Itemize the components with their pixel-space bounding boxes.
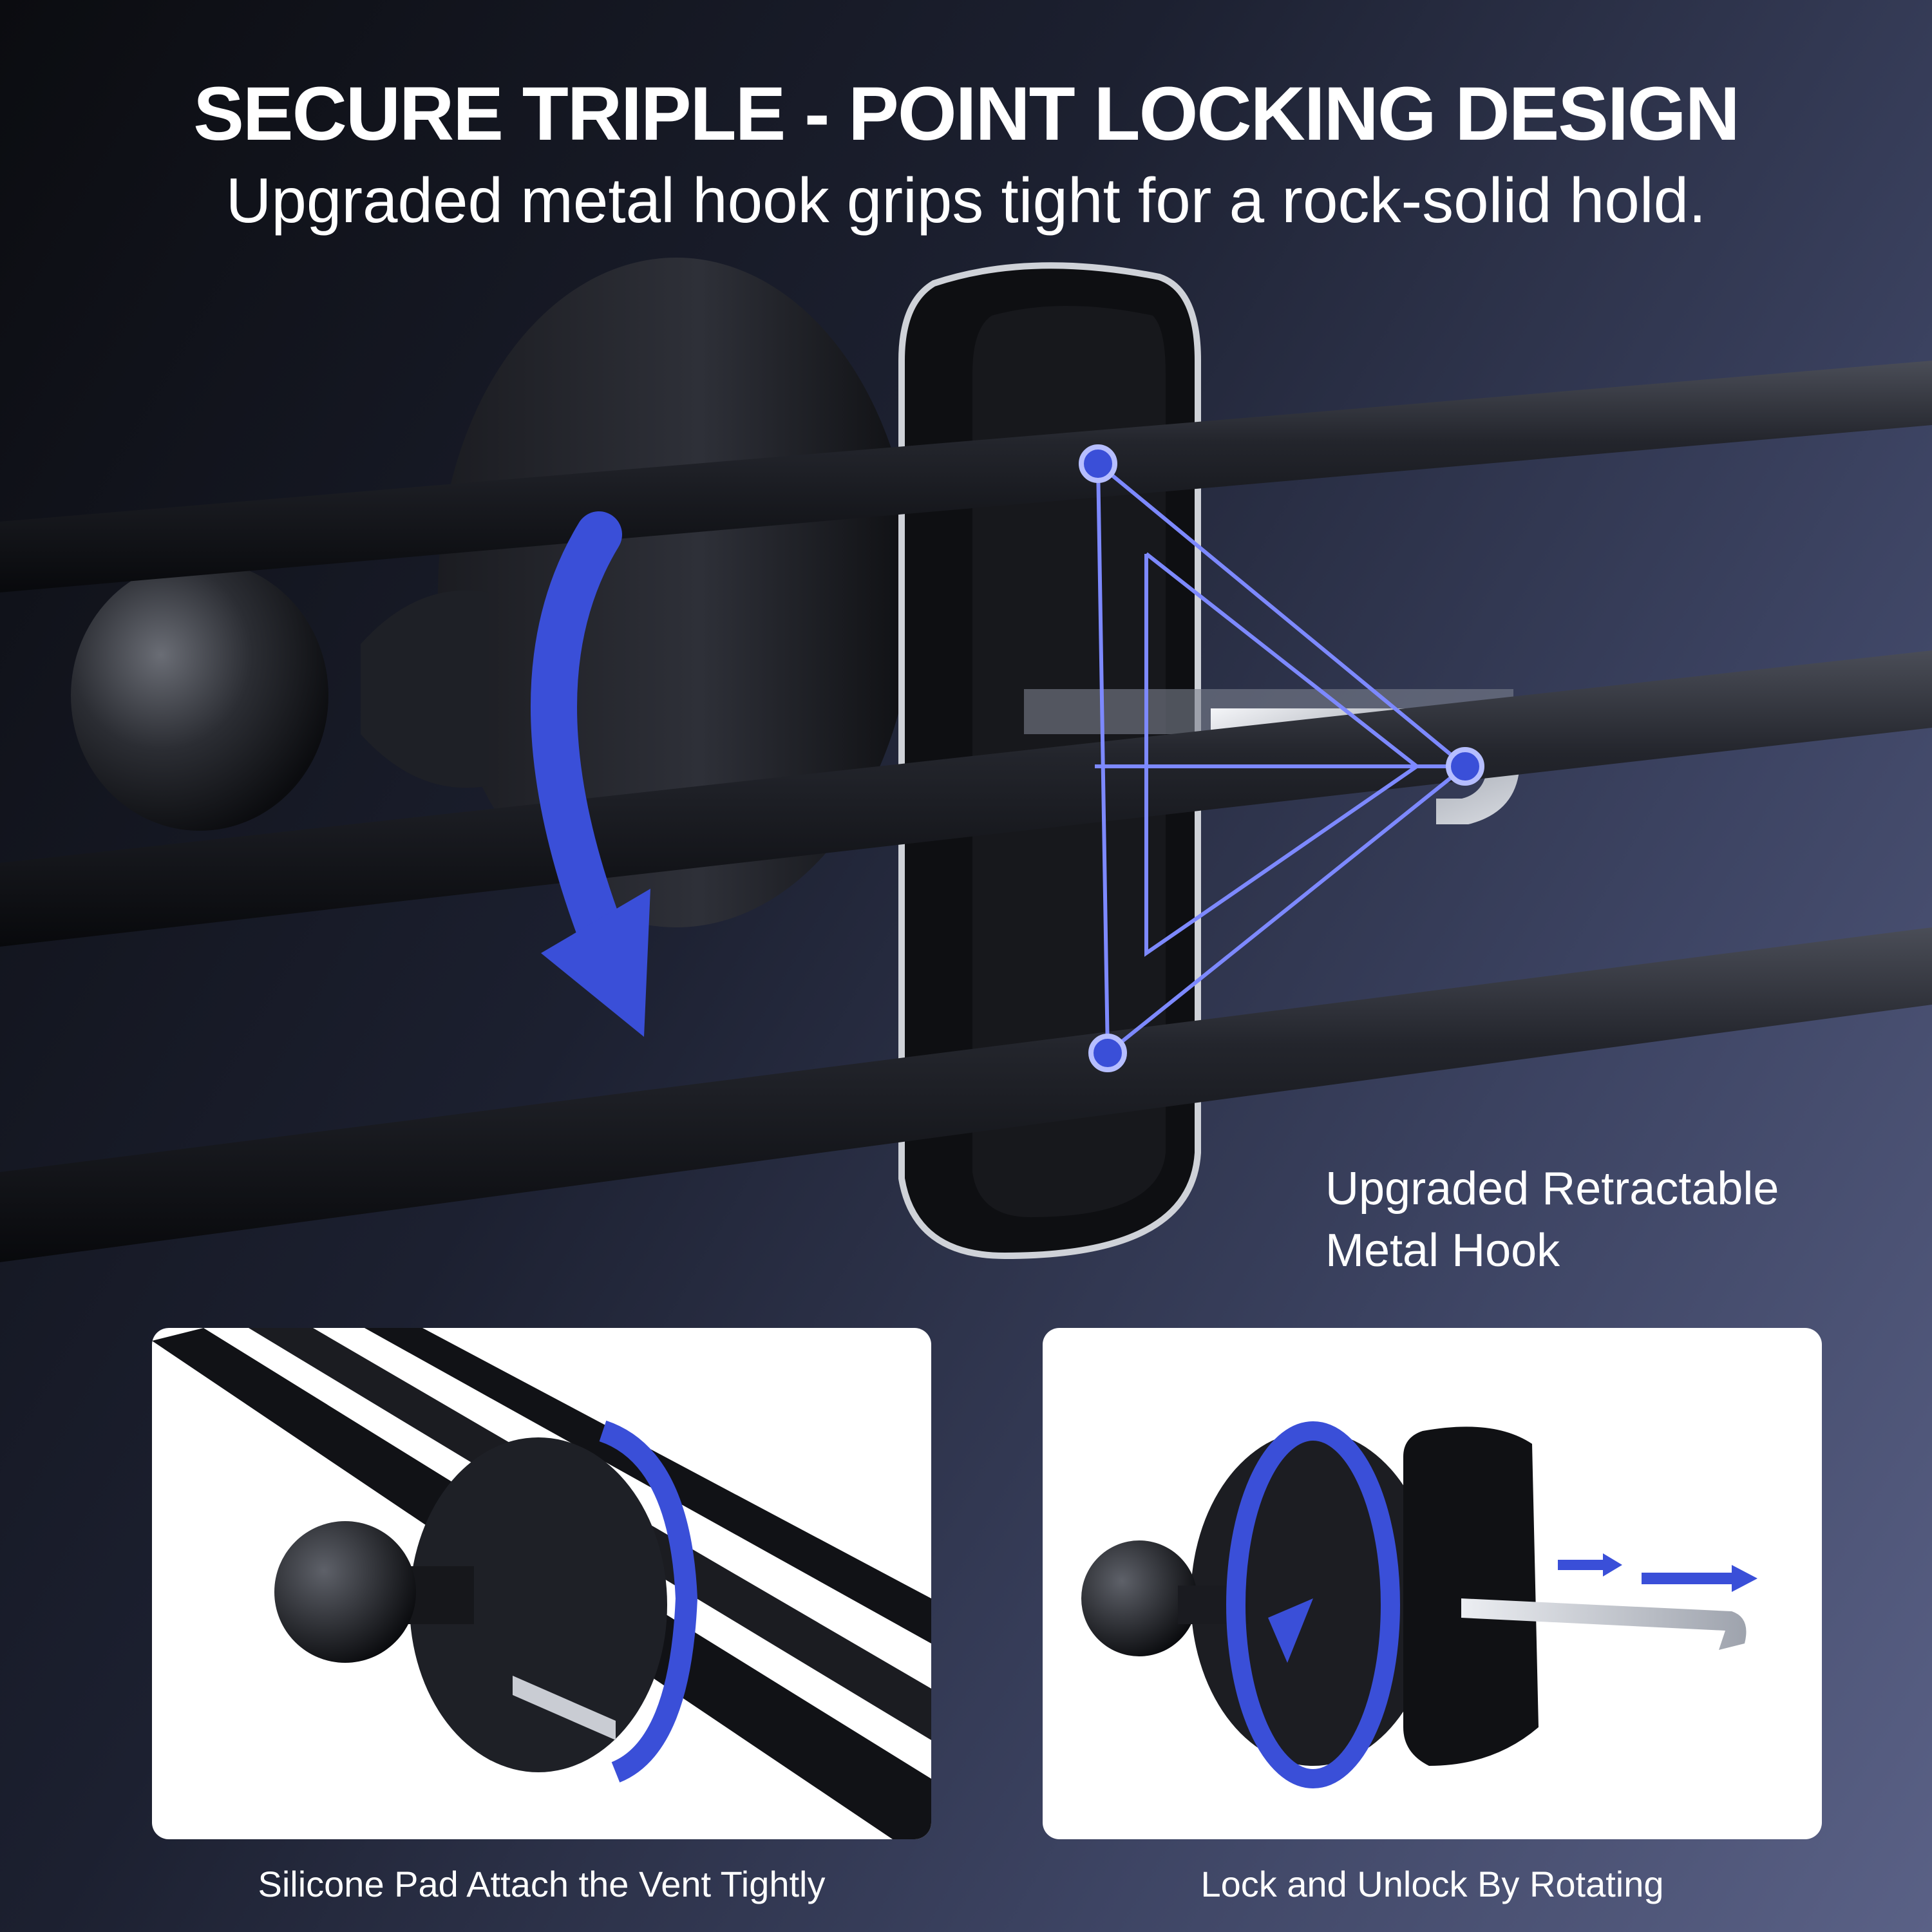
vent-bar-top (0, 361, 1932, 592)
hero-product-illustration (0, 258, 1932, 1262)
page-subtitle: Upgraded metal hook grips tight for a ro… (225, 165, 1707, 236)
retract-arrows-icon (1558, 1553, 1757, 1592)
vent-bar-middle (0, 650, 1932, 947)
rotate-lock-caption: Lock and Unlock By Rotating (1200, 1864, 1664, 1904)
hook-callout: Upgraded Retractable Metal Hook (1325, 1158, 1841, 1282)
lock-point-top (1079, 444, 1117, 483)
lock-point-hook (1446, 747, 1484, 786)
ball-joint (71, 560, 328, 831)
silicone-pad-illustration (152, 1328, 931, 1839)
rotate-lock-panel (1043, 1328, 1822, 1839)
rotate-arrow-icon (531, 511, 622, 951)
mount-neck (361, 590, 489, 788)
page-title: SECURE TRIPLE - POINT LOCKING DESIGN (193, 71, 1740, 156)
triangle-lock-points-icon (1095, 462, 1466, 1055)
metal-hook-extended (1461, 1598, 1747, 1650)
silicone-pad-panel (152, 1328, 931, 1839)
rotate-lock-illustration (1081, 1421, 1757, 1788)
hook-callout-line1: Upgraded Retractable (1325, 1163, 1779, 1215)
rotate-arrow-head (541, 889, 650, 1037)
hook-callout-line2: Metal Hook (1325, 1225, 1560, 1276)
vent-bar-bottom (0, 927, 1932, 1262)
silicone-pad-caption: Silicone Pad Attach the Vent Tightly (258, 1864, 826, 1904)
rotate-ring-icon (1226, 1421, 1400, 1788)
lock-point-bottom (1088, 1034, 1127, 1072)
